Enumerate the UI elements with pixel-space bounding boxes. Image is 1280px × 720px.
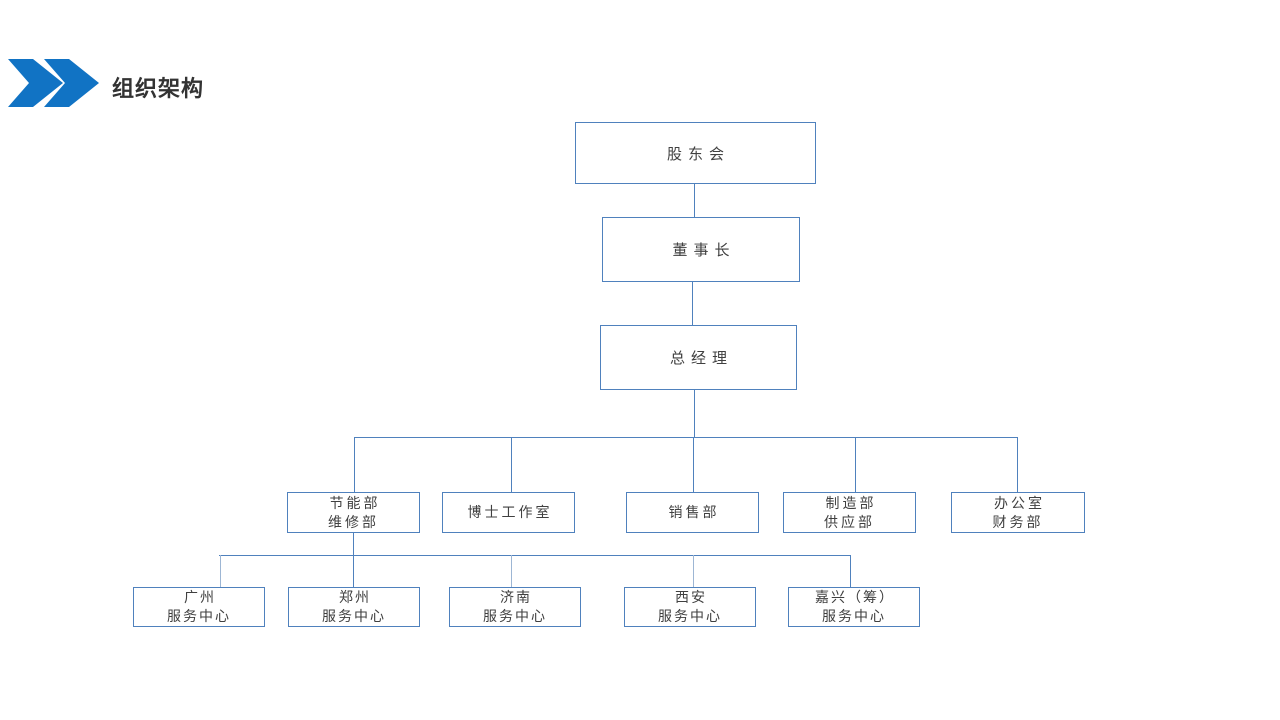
org-node-center-jinan: 济南 服务中心 — [449, 587, 581, 627]
edge-drop-jinan — [511, 555, 512, 587]
org-node-dept-sales: 销售部 — [626, 492, 759, 533]
edge-drop-xian — [693, 555, 694, 587]
org-node-dept-manufacturing-supply: 制造部 供应部 — [783, 492, 916, 533]
org-node-chairman: 董事长 — [602, 217, 800, 282]
org-node-dept-office-finance: 办公室 财务部 — [951, 492, 1085, 533]
connector-bus-centers — [219, 555, 851, 556]
edge-drop-guangzhou — [220, 555, 221, 587]
edge-drop-doctor-studio — [511, 437, 512, 492]
org-node-shareholders: 股东会 — [575, 122, 816, 184]
org-node-dept-doctor-studio: 博士工作室 — [442, 492, 575, 533]
edge-gm-departments — [694, 390, 695, 437]
double-chevron-icon — [8, 59, 99, 107]
edge-energy-dept-centers — [353, 533, 354, 555]
org-node-center-jiaxing: 嘉兴（筹） 服务中心 — [788, 587, 920, 627]
org-node-general-manager: 总经理 — [600, 325, 797, 390]
org-node-center-xian: 西安 服务中心 — [624, 587, 756, 627]
edge-drop-energy-dept — [354, 437, 355, 492]
edge-shareholders-chairman — [694, 184, 695, 217]
connector-bus-departments — [355, 437, 1018, 438]
edge-drop-jiaxing — [850, 555, 851, 587]
edge-drop-manufacturing-dept — [855, 437, 856, 492]
edge-chairman-gm — [692, 282, 693, 325]
edge-drop-sales-dept — [693, 437, 694, 492]
org-node-dept-energy-maintenance: 节能部 维修部 — [287, 492, 420, 533]
page-title: 组织架构 — [112, 76, 205, 101]
edge-drop-zhengzhou — [353, 555, 354, 587]
edge-drop-office-dept — [1017, 437, 1018, 492]
org-node-center-guangzhou: 广州 服务中心 — [133, 587, 265, 627]
org-node-center-zhengzhou: 郑州 服务中心 — [288, 587, 420, 627]
